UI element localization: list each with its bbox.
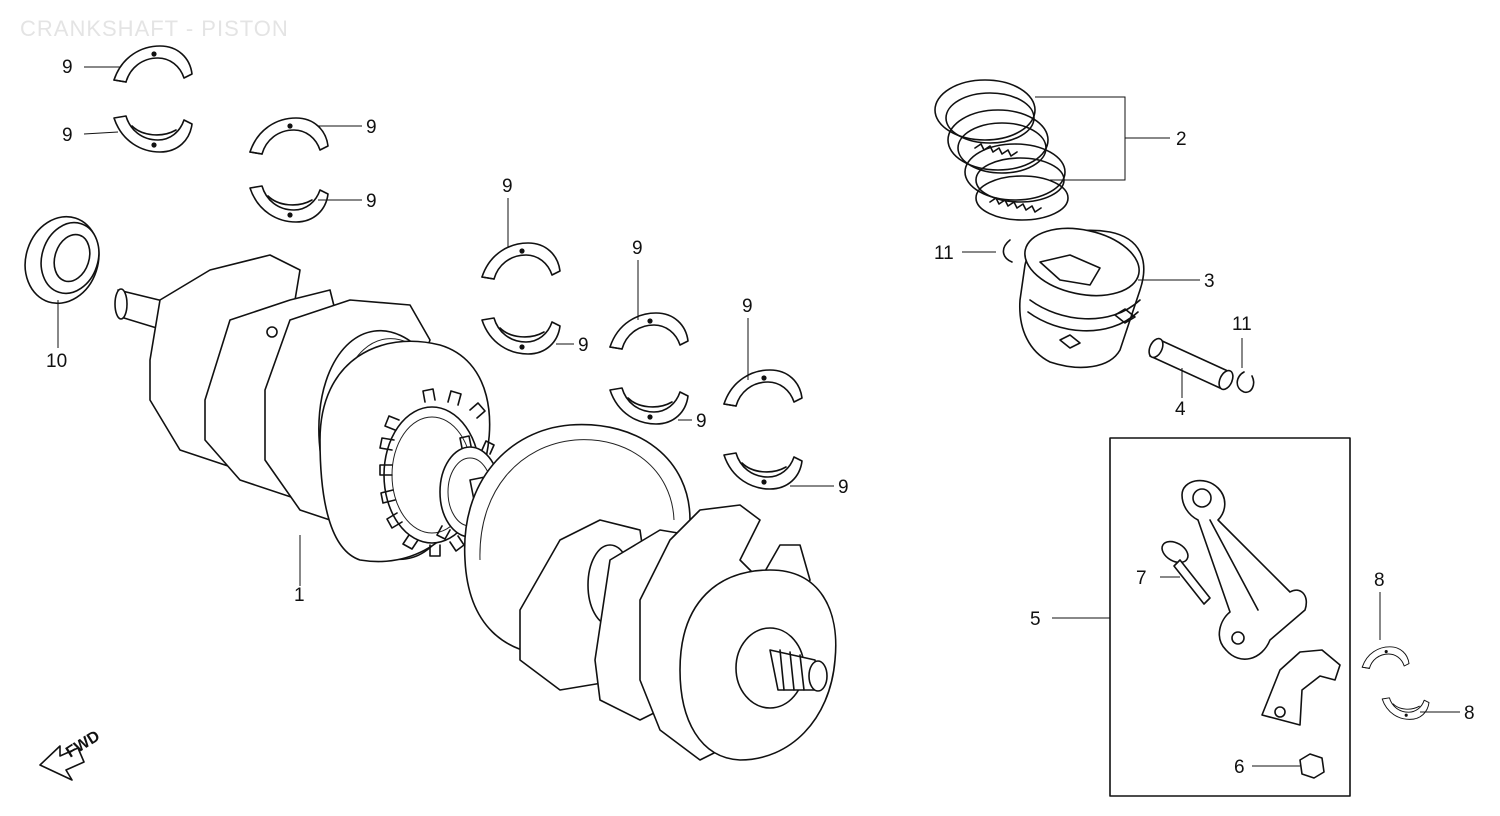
piston	[1019, 227, 1145, 369]
fwd-label: FWD	[63, 728, 103, 762]
diagram-title: CRANKSHAFT - PISTON	[20, 16, 289, 41]
piston-pin	[1148, 337, 1234, 391]
callout-9: 9	[366, 191, 377, 212]
callout-1: 1	[294, 585, 305, 606]
callout-9: 9	[366, 117, 377, 138]
callout-4: 4	[1175, 399, 1186, 420]
connecting-rod	[1181, 479, 1341, 726]
callout-3: 3	[1204, 271, 1215, 292]
callout-6: 6	[1234, 757, 1245, 778]
callout-11: 11	[934, 243, 954, 264]
oil-seal	[24, 215, 100, 305]
callout-9: 9	[742, 296, 753, 317]
callout-9: 9	[62, 125, 73, 146]
callout-5: 5	[1030, 609, 1041, 630]
forward-arrow-icon	[39, 745, 85, 781]
leader-lines	[57, 66, 1460, 767]
callout-9: 9	[632, 238, 643, 259]
callout-8: 8	[1464, 703, 1475, 724]
callout-11: 11	[1232, 314, 1252, 335]
piston-pin-clip	[1002, 239, 1255, 394]
connecting-rod-box	[1109, 437, 1351, 797]
callout-7: 7	[1136, 568, 1147, 589]
callout-9: 9	[838, 477, 849, 498]
callout-9: 9	[502, 176, 513, 197]
rod-nut	[1299, 753, 1325, 779]
callout-10: 10	[46, 351, 67, 372]
crankshaft	[114, 254, 837, 761]
rod-bolt	[1161, 540, 1211, 605]
callout-9: 9	[696, 411, 707, 432]
callout-9: 9	[62, 57, 73, 78]
piston-rings	[934, 79, 1069, 221]
callout-8: 8	[1374, 570, 1385, 591]
callout-9: 9	[578, 335, 589, 356]
callout-2: 2	[1176, 129, 1187, 150]
